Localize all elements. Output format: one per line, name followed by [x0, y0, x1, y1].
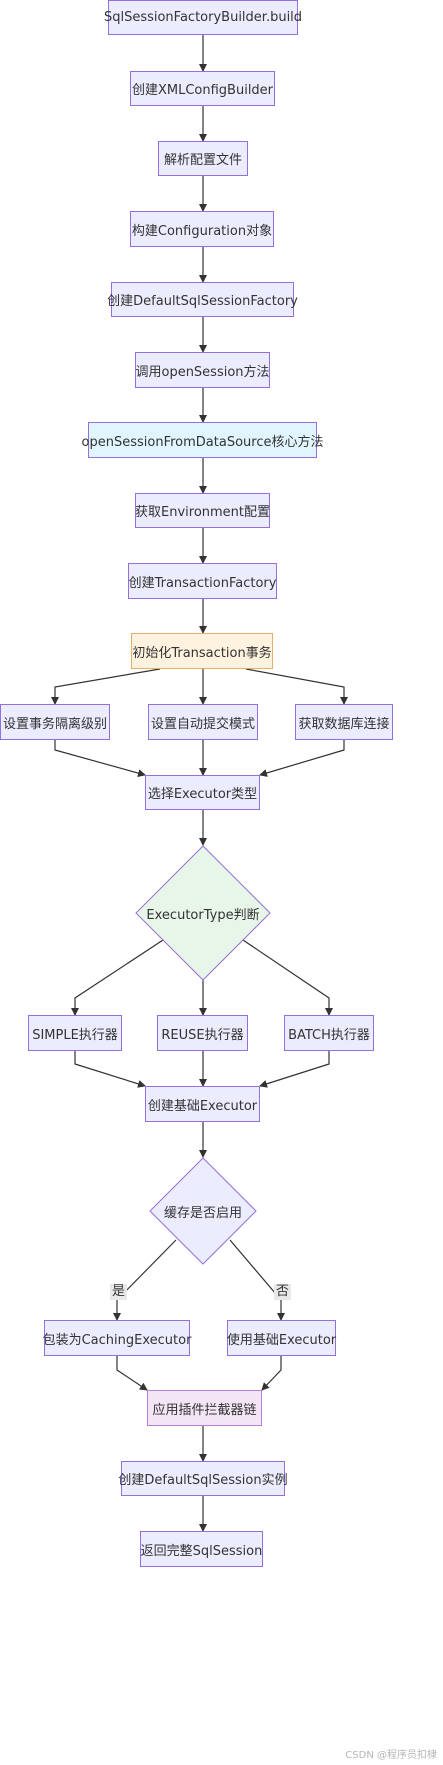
edge-diamond-batch: [242, 939, 333, 1016]
decision-executor-type: ExecutorType判断: [146, 907, 260, 923]
node-isolation-level: 设置事务隔离级别: [0, 704, 110, 740]
decision-cache-shape: [149, 1157, 257, 1265]
node-reuse-executor: REUSE执行器: [157, 1015, 248, 1051]
node-caching-executor: 包装为CachingExecutor: [43, 1320, 191, 1356]
edge-label-yes: 是: [110, 1284, 128, 1300]
node-db-connection: 获取数据库连接: [295, 704, 393, 740]
edge-init-connection: [245, 668, 348, 705]
node-plugin-interceptor-chain: 应用插件拦截器链: [147, 1390, 262, 1426]
edge-isolation-select: [54, 740, 146, 777]
node-build: SqlSessionFactoryBuilder.build: [104, 0, 302, 35]
edge-init-isolation: [51, 668, 161, 705]
node-xml-config-builder: 创建XMLConfigBuilder: [130, 71, 275, 106]
node-open-session-from-datasource: openSessionFromDataSource核心方法: [82, 422, 323, 458]
node-environment-config: 获取Environment配置: [135, 493, 270, 528]
node-build-configuration: 构建Configuration对象: [130, 211, 274, 247]
node-default-session-factory: 创建DefaultSqlSessionFactory: [107, 282, 298, 317]
node-use-base-executor: 使用基础Executor: [227, 1320, 336, 1356]
node-batch-executor: BATCH执行器: [284, 1015, 374, 1051]
node-select-executor-type: 选择Executor类型: [145, 775, 260, 810]
edge-label-no: 否: [274, 1284, 292, 1300]
edge-usebase-plugins: [261, 1356, 282, 1391]
node-transaction-factory: 创建TransactionFactory: [128, 563, 277, 599]
edge-cache-no: [229, 1239, 285, 1321]
edge-batch-base: [259, 1051, 330, 1088]
node-base-executor: 创建基础Executor: [145, 1086, 260, 1122]
node-return-sql-session: 返回完整SqlSession: [140, 1531, 263, 1567]
node-open-session: 调用openSession方法: [135, 352, 270, 388]
edge-connection-select: [259, 740, 345, 777]
edge-simple-base: [74, 1051, 146, 1088]
node-parse-config-file: 解析配置文件: [158, 141, 248, 176]
decision-executor-type-shape: [135, 845, 271, 981]
watermark: CSDN @程序员扣棣: [345, 1750, 437, 1761]
node-default-sql-session: 创建DefaultSqlSession实例: [118, 1461, 288, 1496]
edge-caching-plugins: [116, 1356, 148, 1391]
edge-cache-yes: [113, 1239, 177, 1321]
edge-diamond-simple: [71, 939, 164, 1016]
node-auto-commit: 设置自动提交模式: [148, 704, 258, 740]
decision-cache-enabled: 缓存是否启用: [163, 1205, 242, 1221]
node-init-transaction: 初始化Transaction事务: [131, 633, 273, 669]
node-simple-executor: SIMPLE执行器: [28, 1015, 122, 1051]
